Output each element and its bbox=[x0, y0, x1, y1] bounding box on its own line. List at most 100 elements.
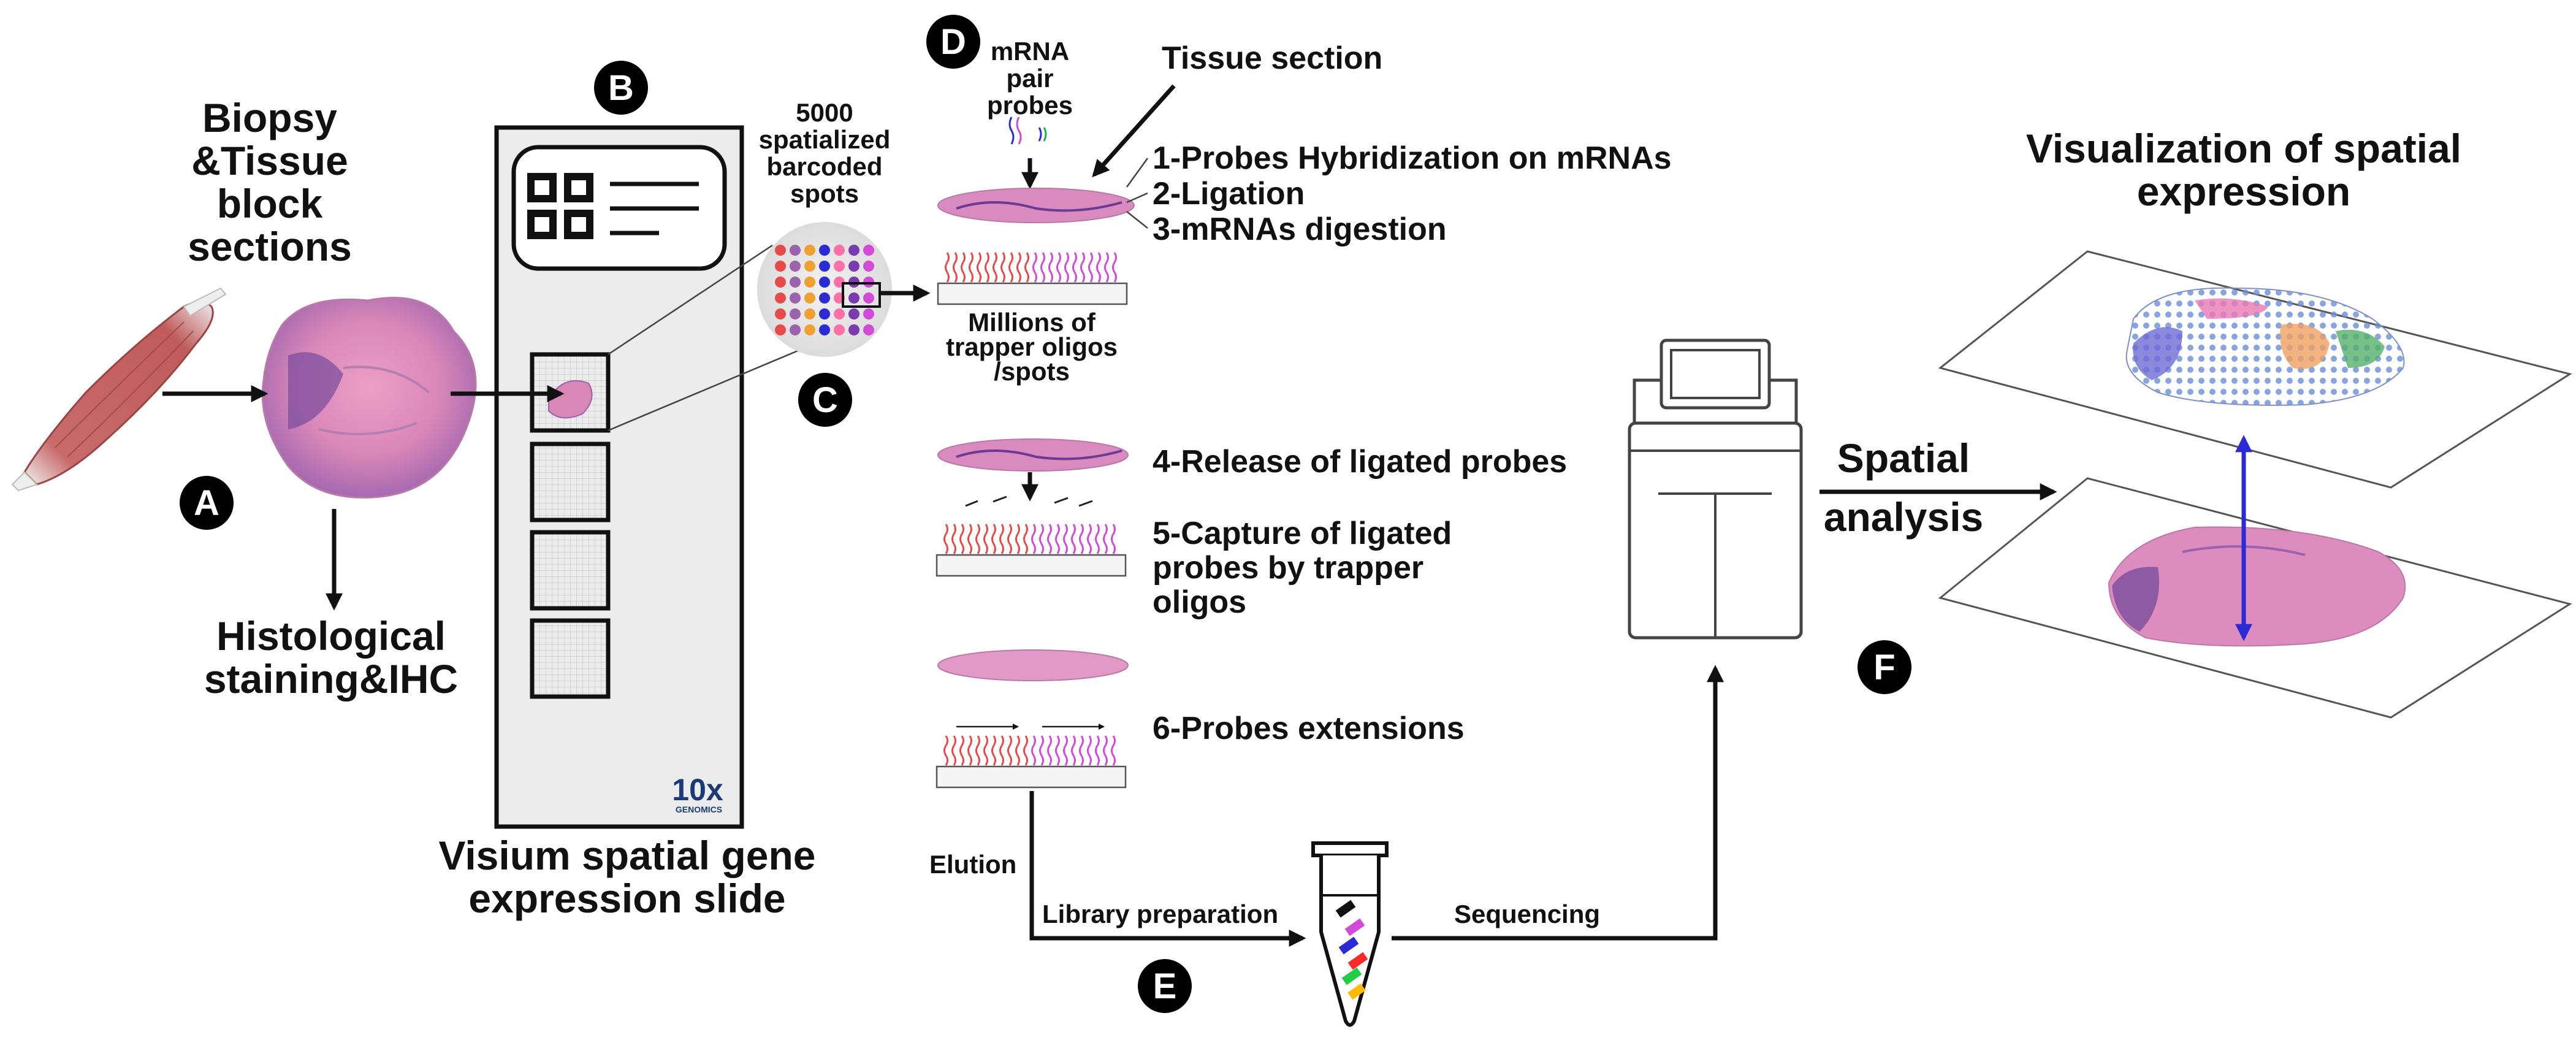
trapper-oligo bbox=[1056, 252, 1061, 283]
histology-label-2: staining&IHC bbox=[204, 656, 458, 702]
barcoded-spot bbox=[863, 261, 874, 272]
trapper-oligo bbox=[1111, 735, 1116, 766]
step-3-label: 3-mRNAs digestion bbox=[1153, 212, 1447, 247]
sequencing-label: Sequencing bbox=[1454, 900, 1600, 928]
trapper-oligo bbox=[1031, 524, 1036, 554]
barcoded-spot bbox=[863, 245, 874, 256]
barcoded-spot bbox=[819, 245, 830, 256]
svg-text:C: C bbox=[812, 380, 838, 420]
trapper-oligo bbox=[975, 524, 980, 554]
slide-title-1: Visium spatial gene bbox=[438, 833, 815, 878]
marker-c: C bbox=[798, 373, 852, 427]
trapper-oligo bbox=[943, 735, 948, 766]
barcoded-spot bbox=[819, 324, 830, 335]
trapper-oligo bbox=[1023, 524, 1028, 554]
step-2-label: 2-Ligation bbox=[1153, 176, 1305, 212]
trapper-oligo bbox=[1063, 524, 1068, 554]
trapper-oligo bbox=[1079, 524, 1084, 554]
trapper-oligo bbox=[953, 252, 958, 283]
marker-e: E bbox=[1138, 959, 1192, 1013]
trapper-oligo bbox=[1071, 735, 1076, 766]
trapper-oligo bbox=[975, 735, 980, 766]
capture-area-4 bbox=[530, 618, 611, 699]
trapper-oligo bbox=[1024, 252, 1029, 283]
spots-label-1: 5000 bbox=[796, 98, 853, 127]
svg-text:F: F bbox=[1873, 648, 1895, 687]
barcoded-spot bbox=[804, 324, 815, 335]
step-5-label-3: oligos bbox=[1153, 584, 1246, 620]
svg-text:E: E bbox=[1153, 966, 1177, 1006]
trapper-oligo bbox=[985, 252, 989, 283]
trapper-oligo bbox=[1095, 524, 1100, 554]
trapper-oligo bbox=[951, 524, 956, 554]
trapper-oligo bbox=[1048, 252, 1053, 283]
marker-d: D bbox=[926, 15, 980, 69]
trapper-oligo bbox=[951, 735, 956, 766]
mrna-probes-icon bbox=[1008, 117, 1047, 145]
slide-title-2: expression slide bbox=[468, 876, 785, 921]
mrna-label-2: pair bbox=[1006, 64, 1053, 93]
trapper-oligo bbox=[983, 735, 988, 766]
step-5-label-1: 5-Capture of ligated bbox=[1153, 516, 1452, 551]
trapper-oligo bbox=[961, 252, 966, 283]
trapper-oligo bbox=[1071, 524, 1076, 554]
trapper-oligo bbox=[1095, 735, 1100, 766]
visium-slide: 10x GENOMICS bbox=[494, 125, 744, 829]
barcoded-spot bbox=[790, 245, 801, 256]
muscle-illustration bbox=[11, 287, 227, 492]
library-prep-label: Library preparation bbox=[1042, 900, 1278, 928]
trapper-oligo bbox=[1079, 735, 1084, 766]
trapper-oligo bbox=[945, 252, 950, 283]
biopsy-label-2: &Tissue bbox=[191, 138, 348, 183]
barcoded-spot bbox=[848, 245, 859, 256]
trapper-oligo bbox=[1080, 252, 1085, 283]
svg-text:A: A bbox=[194, 483, 219, 523]
trapper-oligo bbox=[943, 524, 948, 554]
barcoded-spot bbox=[804, 245, 815, 256]
barcoded-spot bbox=[819, 261, 830, 272]
trapper-oligo bbox=[1031, 735, 1036, 766]
barcoded-spot bbox=[863, 308, 874, 319]
barcoded-spot bbox=[790, 261, 801, 272]
barcoded-spot bbox=[834, 245, 845, 256]
oligo-strip-2 bbox=[936, 524, 1127, 577]
trapper-oligo bbox=[1039, 524, 1044, 554]
barcoded-spot bbox=[790, 324, 801, 335]
logo-10x: 10x bbox=[672, 773, 723, 807]
barcoded-spot bbox=[819, 277, 830, 288]
tissue-slice-2 bbox=[937, 438, 1129, 472]
barcoded-spot bbox=[804, 277, 815, 288]
sequencing-path bbox=[1392, 665, 1724, 941]
trapper-oligo bbox=[1008, 252, 1013, 283]
marker-f: F bbox=[1858, 640, 1911, 694]
trapper-oligo bbox=[1039, 735, 1044, 766]
trapper-oligo bbox=[959, 735, 964, 766]
tissue-slice-1 bbox=[937, 188, 1135, 223]
trapper-oligo bbox=[1063, 735, 1068, 766]
tissue-section-a bbox=[261, 297, 477, 499]
expression-map-plane bbox=[1938, 250, 2572, 489]
svg-text:D: D bbox=[940, 22, 966, 62]
step-1-label: 1-Probes Hybridization on mRNAs bbox=[1153, 140, 1672, 176]
barcoded-spot bbox=[775, 245, 786, 256]
trapper-oligo bbox=[1111, 524, 1116, 554]
barcoded-spot bbox=[775, 324, 786, 335]
barcoded-spot bbox=[775, 292, 786, 304]
barcoded-spot bbox=[790, 277, 801, 288]
barcoded-spot bbox=[834, 324, 845, 335]
barcoded-spot bbox=[848, 292, 859, 304]
trapper-oligo bbox=[1096, 252, 1101, 283]
barcoded-spot bbox=[848, 308, 859, 319]
marker-b: B bbox=[594, 61, 648, 115]
spots-label-2: spatialized bbox=[759, 125, 891, 154]
trapper-label-1: Millions of bbox=[968, 308, 1096, 337]
barcoded-spot bbox=[804, 308, 815, 319]
trapper-oligo bbox=[1023, 735, 1028, 766]
trapper-oligo bbox=[999, 735, 1004, 766]
trapper-oligo bbox=[991, 735, 996, 766]
sequencer-icon bbox=[1628, 338, 1803, 640]
trapper-oligo bbox=[1007, 735, 1012, 766]
elution-path bbox=[1029, 791, 1306, 947]
barcoded-spot bbox=[819, 292, 830, 304]
